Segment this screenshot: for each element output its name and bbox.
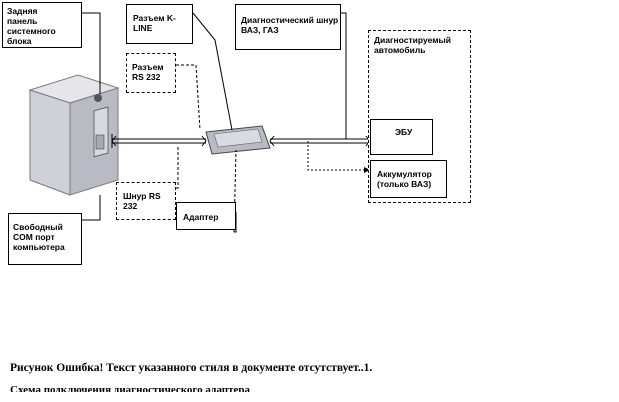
rs232-cord-box: Шнур RS 232 bbox=[116, 182, 176, 220]
battery-box: Аккумулятор (только ВАЗ) bbox=[370, 160, 447, 198]
rear-panel-box: Задняя панель системного блока bbox=[2, 2, 82, 48]
rear-panel-label: Задняя панель системного блока bbox=[7, 6, 56, 46]
com-port-label: Свободный COM порт компьютера bbox=[13, 222, 65, 252]
adapter-box: Адаптер bbox=[176, 202, 236, 230]
figure-caption: Рисунок Ошибка! Текст указанного стиля в… bbox=[10, 362, 373, 374]
ecu-label: ЭБУ bbox=[395, 127, 413, 137]
diag-cord-box: Диагностический шнур ВАЗ, ГАЗ bbox=[235, 4, 341, 50]
kline-connector-box: Разъем K-LINE bbox=[126, 4, 193, 44]
com-port-box: Свободный COM порт компьютера bbox=[8, 213, 82, 265]
battery-label: Аккумулятор (только ВАЗ) bbox=[377, 169, 432, 189]
rs232-cord-label: Шнур RS 232 bbox=[123, 191, 161, 211]
figure-subcaption: Схема подключения диагностического адапт… bbox=[10, 384, 251, 392]
kline-connector-label: Разъем K-LINE bbox=[133, 13, 176, 33]
cable-rs232 bbox=[111, 134, 207, 148]
rs232-connector-box: Разъем RS 232 bbox=[126, 53, 176, 93]
leader-lines bbox=[82, 12, 347, 233]
cable-kline bbox=[269, 135, 371, 147]
cable-battery bbox=[307, 141, 370, 171]
rs232-connector-label: Разъем RS 232 bbox=[132, 62, 164, 82]
diag-cord-label: Диагностический шнур ВАЗ, ГАЗ bbox=[241, 15, 339, 35]
ecu-box: ЭБУ bbox=[370, 119, 433, 155]
adapter-device-icon bbox=[205, 125, 271, 155]
adapter-label: Адаптер bbox=[183, 212, 219, 222]
vehicle-label: Диагностируемый автомобиль bbox=[374, 35, 451, 55]
computer-tower-icon bbox=[28, 74, 120, 196]
